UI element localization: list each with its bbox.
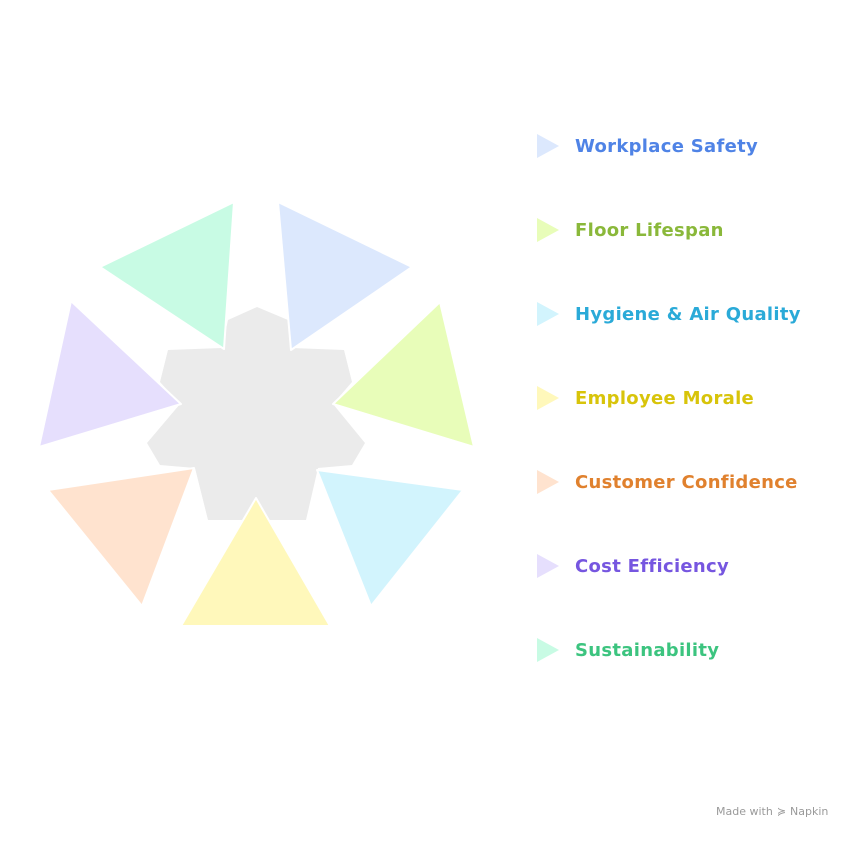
segment-triangle-6 <box>99 201 235 350</box>
legend-label: Hygiene & Air Quality <box>575 303 801 325</box>
legend-item: Employee Morale <box>537 386 754 410</box>
triangle-marker-icon <box>537 638 559 662</box>
segment-triangle-4 <box>47 467 195 607</box>
triangle-marker-icon <box>537 386 559 410</box>
triangle-marker-icon <box>537 134 559 158</box>
triangle-marker-icon <box>537 302 559 326</box>
legend-label: Workplace Safety <box>575 135 759 157</box>
triangle-marker-icon <box>537 470 559 494</box>
made-with-text: Made with <box>716 805 773 818</box>
brand-text: Napkin <box>790 805 829 818</box>
legend-item: Cost Efficiency <box>537 554 729 578</box>
segment-triangle-2 <box>316 469 464 607</box>
legend-item: Workplace Safety <box>537 134 758 158</box>
legend-item: Customer Confidence <box>537 470 798 494</box>
segment-triangle-5 <box>38 300 182 448</box>
legend-item: Sustainability <box>537 638 719 662</box>
segment-triangle-1 <box>332 301 475 448</box>
legend-label: Cost Efficiency <box>575 555 730 577</box>
legend-item: Hygiene & Air Quality <box>537 302 801 326</box>
center-gear <box>147 307 365 520</box>
napkin-logo-icon: ≽ <box>776 805 787 818</box>
legend-item: Floor Lifespan <box>537 218 724 242</box>
legend-label: Customer Confidence <box>575 471 798 493</box>
legend-label: Floor Lifespan <box>575 219 724 241</box>
triangle-marker-icon <box>537 554 559 578</box>
segment-triangle-0 <box>277 201 413 351</box>
segment-triangle-3 <box>180 497 331 627</box>
legend-label: Employee Morale <box>575 387 755 409</box>
footer: Made with ≽ Napkin <box>716 805 828 818</box>
triangle-marker-icon <box>537 218 559 242</box>
legend-label: Sustainability <box>575 639 720 661</box>
